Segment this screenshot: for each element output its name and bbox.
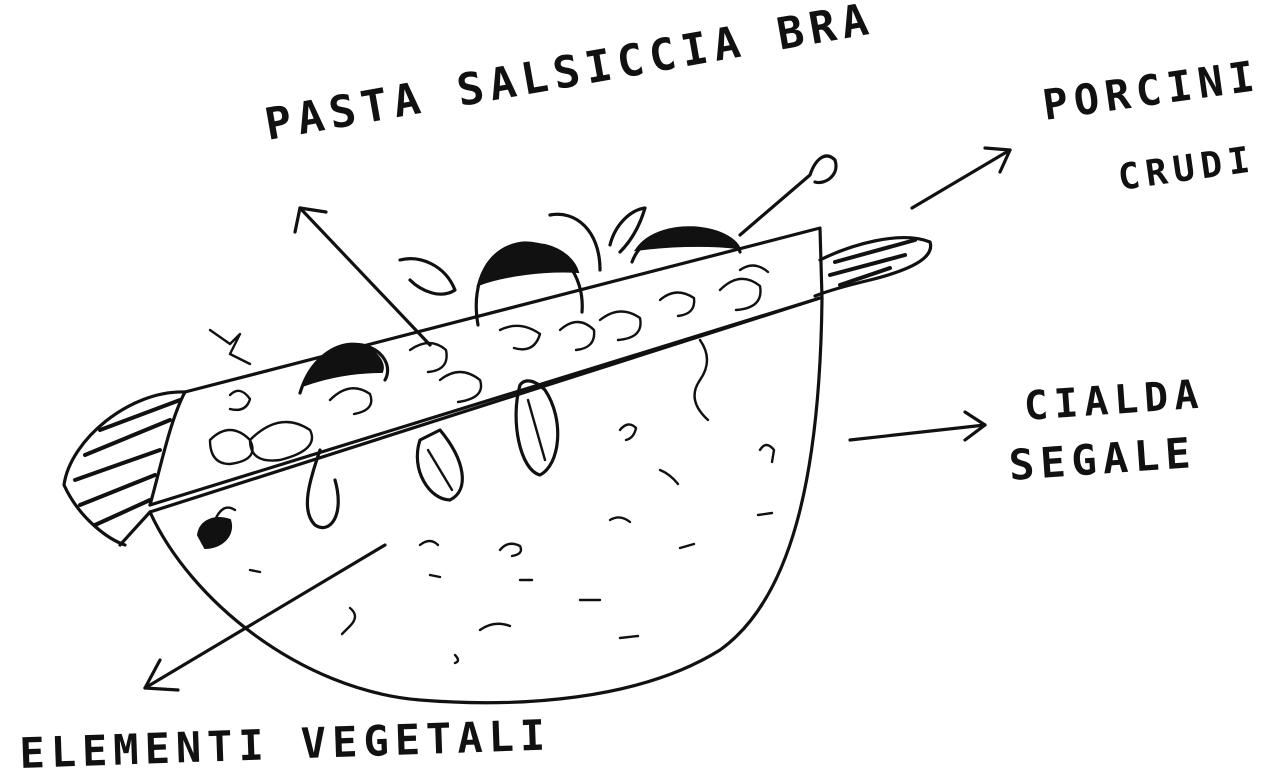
porcini-mushrooms: [300, 227, 740, 393]
arrow-cialda: [850, 425, 985, 440]
right-end-cap: [815, 238, 931, 296]
arrow-pasta: [300, 208, 430, 345]
label-segale: SEGALE: [1007, 428, 1198, 490]
vegetal-elements: [198, 156, 836, 548]
arrow-porcini: [912, 150, 1010, 208]
arrow-elementi: [145, 545, 385, 688]
label-cialda: CIALDA: [1022, 371, 1205, 429]
label-elementi-vegetali: ELEMENTI VEGETALI: [19, 710, 552, 778]
label-porcini: PORCINI: [1040, 51, 1264, 130]
label-pasta-salsiccia-bra: PASTA SALSICCIA BRA: [261, 0, 878, 151]
label-crudi: CRUDI: [1116, 139, 1259, 199]
label-arrows: [145, 148, 1010, 690]
left-end-cap: [64, 392, 185, 545]
